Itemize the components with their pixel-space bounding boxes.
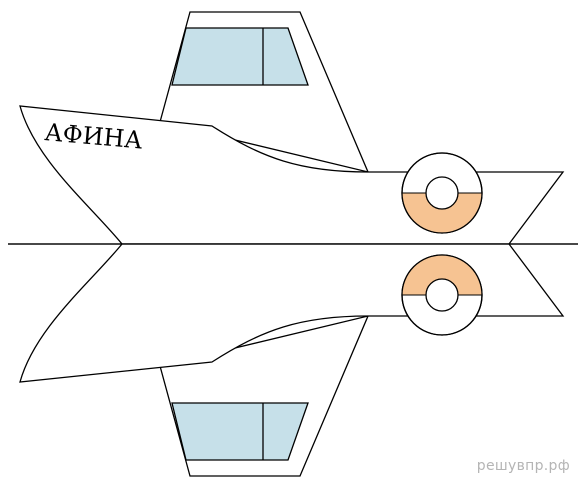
upper-half: АФИНА [19,11,565,245]
site-watermark: решувпр.рф [476,458,570,474]
lower-lifebuoy-orange-band [402,255,482,295]
lower-window [171,402,309,461]
upper-window [171,27,309,86]
lower-half [19,243,565,477]
lower-lifebuoy [401,254,483,336]
upper-lifebuoy [401,152,483,234]
upper-lifebuoy-orange-band [402,193,482,233]
